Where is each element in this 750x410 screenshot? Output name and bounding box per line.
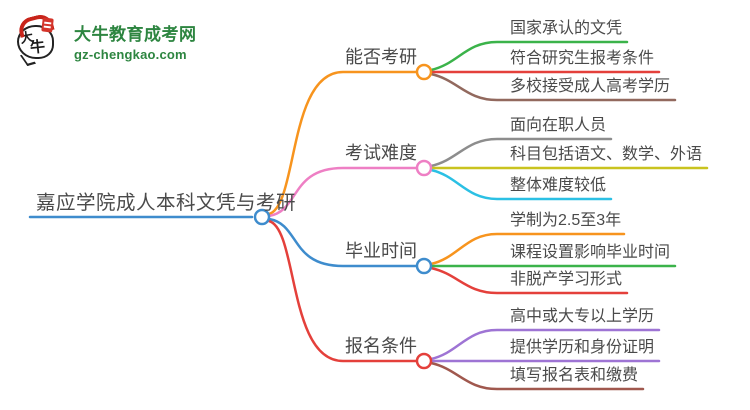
leaf-label[interactable]: 整体难度较低: [510, 177, 607, 194]
leaf-link: [429, 328, 661, 361]
branch-link: [267, 70, 419, 216]
leaf-link: [429, 266, 629, 295]
branch-label-nandu[interactable]: 考试难度: [345, 143, 417, 163]
leaf-link: [429, 72, 677, 102]
leaf-label[interactable]: 面向在职人员: [510, 117, 607, 134]
leaf-label[interactable]: 高中或大专以上学历: [510, 308, 655, 325]
branch-node-toggle[interactable]: [415, 352, 433, 370]
leaf-label[interactable]: 学制为2.5至3年: [510, 212, 622, 229]
leaf-label[interactable]: 课程设置影响毕业时间: [510, 244, 671, 261]
site-logo[interactable]: 大 牛 大牛教育成考网 gz-chengkao.com: [14, 12, 197, 67]
leaf-label[interactable]: 多校接受成人高考学历: [510, 78, 671, 95]
branch-link: [267, 219, 419, 363]
central-node-toggle[interactable]: [253, 208, 271, 226]
leaf-link: [429, 361, 645, 391]
leaf-label[interactable]: 符合研究生报考条件: [510, 50, 655, 67]
branch-node-toggle[interactable]: [415, 257, 433, 275]
leaf-link: [429, 137, 613, 168]
leaf-link: [429, 40, 629, 72]
leaf-label[interactable]: 提供学历和身份证明: [510, 339, 655, 356]
leaf-label[interactable]: 填写报名表和缴费: [510, 367, 639, 384]
branch-label-kaoyan[interactable]: 能否考研: [345, 47, 417, 67]
branch-label-baoming[interactable]: 报名条件: [345, 336, 417, 356]
leaf-label[interactable]: 国家承认的文凭: [510, 20, 623, 37]
site-domain: gz-chengkao.com: [74, 47, 187, 62]
branch-label-biye[interactable]: 毕业时间: [345, 241, 417, 261]
branch-node-toggle[interactable]: [415, 159, 433, 177]
branch-link: [267, 217, 419, 268]
central-topic[interactable]: 嘉应学院成人本科文凭与考研: [36, 192, 297, 214]
logo-seal-icon: [41, 17, 54, 33]
logo-speech-bubble-icon: 大 牛: [14, 12, 66, 67]
branch-link: [267, 166, 419, 218]
leaf-link: [429, 168, 613, 201]
leaf-label[interactable]: 科目包括语文、数学、外语: [510, 146, 703, 163]
leaf-link: [429, 232, 626, 266]
branch-node-toggle[interactable]: [415, 63, 433, 81]
logo-char-niu: 牛: [29, 38, 46, 57]
site-name: 大牛教育成考网: [74, 25, 197, 44]
leaf-label[interactable]: 非脱产学习形式: [510, 271, 623, 288]
